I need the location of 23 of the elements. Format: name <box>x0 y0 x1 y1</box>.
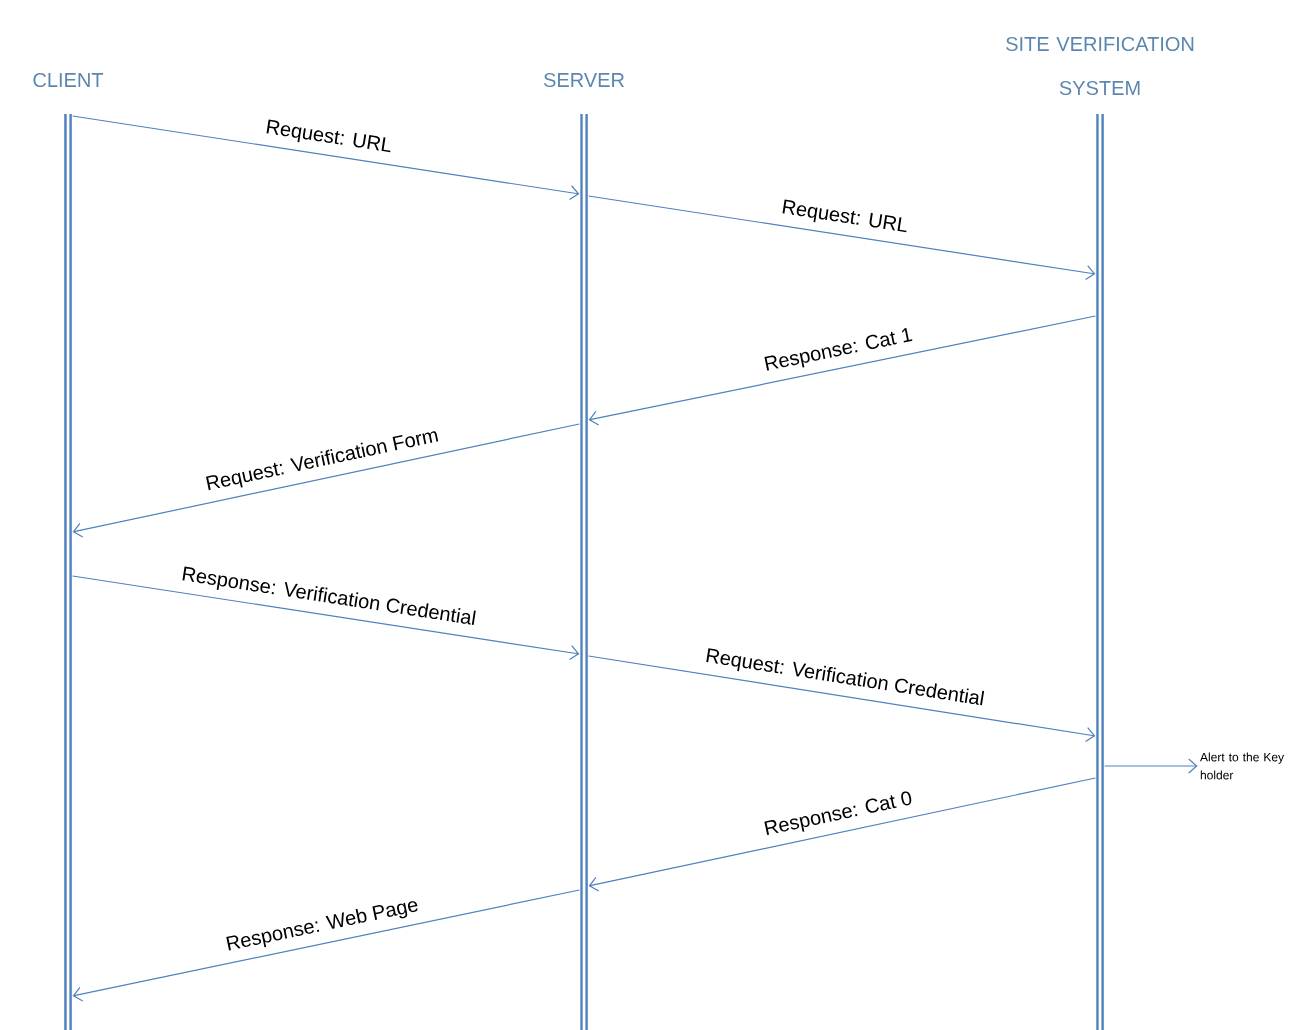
arrow <box>1104 758 1198 774</box>
arrow <box>588 195 1096 281</box>
edge-label: Request: URL <box>778 197 912 239</box>
edge-label: Request: Verification Credential <box>701 645 988 712</box>
edge-label: Request: Verification Form <box>201 424 443 497</box>
arrow <box>588 315 1096 426</box>
lifeline-heading: SITE VERIFICATION SYSTEM <box>1006 36 1194 96</box>
arrow <box>72 575 580 661</box>
arrow <box>72 889 580 1002</box>
arrow <box>588 777 1096 892</box>
edge-label: Response: Web Page <box>222 894 423 958</box>
lifeline-heading: SERVER <box>543 72 624 88</box>
edge-label: Response: Cat 0 <box>760 788 917 842</box>
edge-label: Request: URL <box>262 117 396 159</box>
arrow <box>72 423 580 538</box>
lifeline <box>1006 36 1194 1030</box>
lifeline-heading: CLIENT <box>33 72 104 88</box>
edge-label: Response: Verification Credential <box>177 563 480 632</box>
lifeline <box>543 72 624 1030</box>
edge-label: Response: Cat 1 <box>760 324 917 378</box>
arrow <box>588 655 1096 743</box>
arrow <box>72 115 580 201</box>
lifeline <box>33 72 104 1030</box>
